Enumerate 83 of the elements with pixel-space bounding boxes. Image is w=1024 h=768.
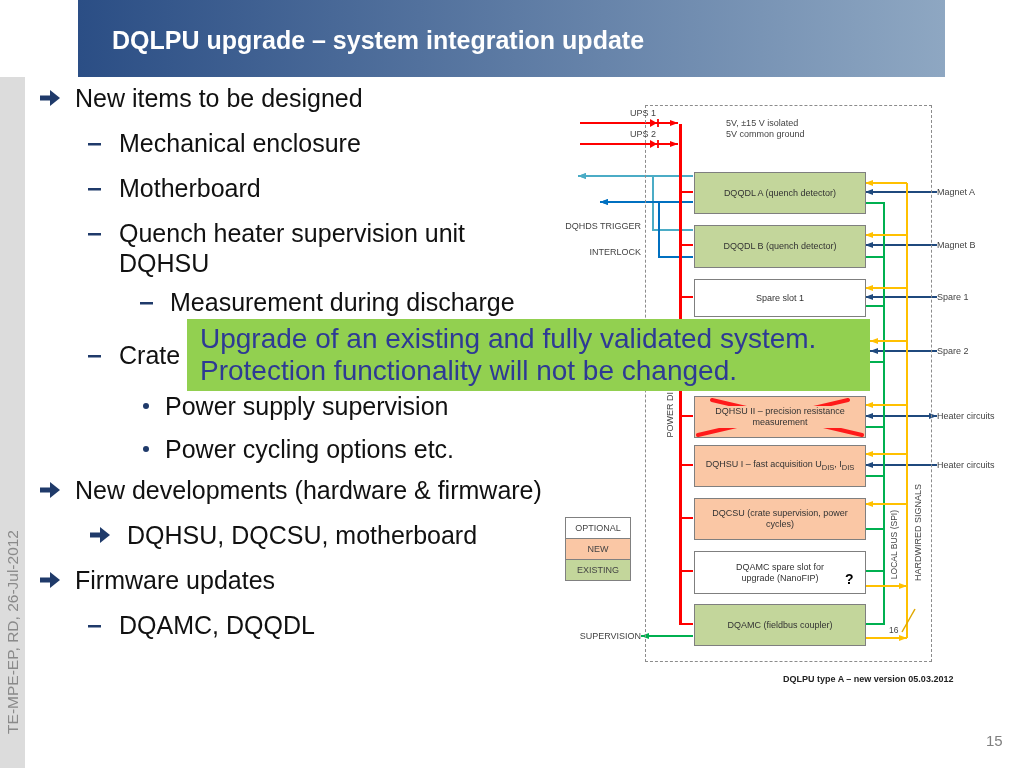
connector-line [680,464,694,466]
connector-line [680,517,694,519]
module-box [694,604,866,646]
connector-line [680,296,694,298]
bullet-text: New items to be designed [75,83,363,113]
bullet-text: Power supply supervision [165,392,449,420]
arrow [864,180,908,186]
signal-label: Spare 2 [937,345,969,357]
arrow [864,242,938,248]
module-box [694,551,866,594]
connector-line [906,182,908,639]
arrow [577,173,694,231]
arrow [864,294,938,300]
callout-text: Upgrade of an existing and fully validated system. Protection functionality will not be changed. [200,323,818,387]
arrow [864,462,938,468]
bullet-text: New developments (hardware & firmware) [75,475,542,505]
page-number: 15 [986,731,1003,749]
figure-caption: DQLPU type A – new version 05.03.2012 [783,674,954,685]
signal-label: Magnet A [937,186,976,198]
bullet-text: DQHSU, DQCSU, motherboard [127,520,478,550]
bullet-text: Power cycling options etc. [165,434,455,464]
module-box [694,279,866,317]
module-box [694,498,866,540]
signal-label: Heater circuits [937,459,995,471]
footer-text: TE-MPE-EP, RD, 26-Jul-2012 [4,530,21,734]
arrow [864,583,908,589]
power-feed-arrow [579,139,679,149]
module-box [694,445,866,487]
module-label: DQAMC spare slot for upgrade (NanoFIP) [735,561,825,584]
connector-line [864,570,885,625]
connector-line [680,244,694,246]
arrow [864,501,908,507]
bus-label: LOCAL BUS (SPI) [889,510,900,580]
signal-label: 16 [889,624,899,636]
arrow [640,633,694,639]
module-box [694,225,866,268]
module-label: DQQDL B (quench detector) [723,241,837,252]
arrow [864,635,908,641]
arrow [864,451,908,457]
bullet-text: Quench heater supervision unit DQHSU [119,218,467,278]
signal-label: SUPERVISION [579,630,641,642]
annotation-mark: ? [845,571,854,587]
signal-label: UPS 1 [630,107,656,119]
bus-label: HARDWIRED SIGNALS [913,484,924,581]
double-arrow [864,413,938,419]
callout-box [187,319,870,391]
note-text: 5V, ±15 V isolated 5V common ground [726,117,806,140]
legend-label: EXISTING [577,564,619,576]
signal-label: Magnet B [937,239,976,251]
arrow [864,232,908,238]
bullet-text: Crate [119,340,181,370]
bus-label: POWER DI [665,392,676,438]
connector-line [864,202,885,258]
legend-label: OPTIONAL [575,522,621,534]
bullet-text: Mechanical enclosure [119,128,361,158]
module-label: Spare slot 1 [756,292,804,304]
arrow [599,199,694,258]
arrow [864,402,908,408]
signal-label: Heater circuits [937,410,995,422]
module-label: DQHSU I – fast acquisition U$_{DIS}$, I$_{DIS}$ [705,459,855,473]
module-label: DQCSU (crate supervision, power cycles) [711,508,849,530]
bullet-text: Motherboard [119,173,261,203]
connector-line [680,191,694,193]
signal-label: UPS 2 [630,128,656,140]
arrow [864,285,908,291]
arrow [869,348,938,354]
arrow [869,338,908,344]
connector-line [680,623,694,625]
bullet-text: DQAMC, DQQDL [119,610,315,640]
connector-line [680,415,694,417]
power-feed-arrow [579,118,679,128]
module-label: DQAMC (fieldbus coupler) [727,619,833,631]
connector-line [680,570,694,572]
module-box [694,172,866,214]
bullet-text: Firmware updates [75,565,276,595]
signal-label: Spare 1 [937,291,969,303]
slide-title: DQLPU upgrade – system integration update [112,25,645,55]
arrow [864,189,938,195]
signal-label: INTERLOCK [589,246,641,258]
bullet-text: Measurement during discharge [170,288,515,316]
legend-label: NEW [587,543,609,555]
signal-label: DQHDS TRIGGER [565,220,641,232]
module-label: DQQDL A (quench detector) [723,187,837,199]
